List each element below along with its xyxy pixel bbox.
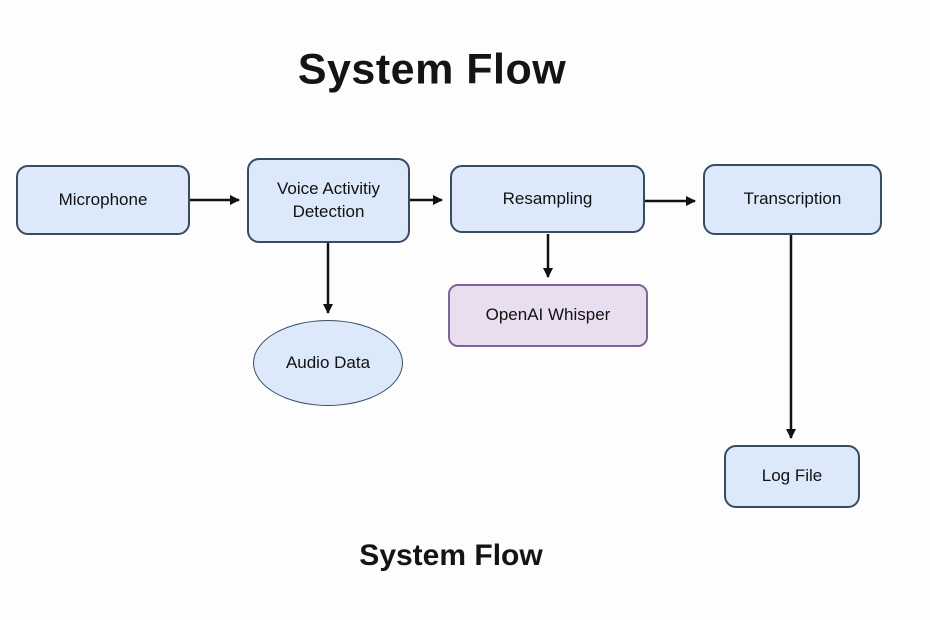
node-openai-whisper: OpenAI Whisper <box>448 284 648 347</box>
node-transcription: Transcription <box>703 164 882 235</box>
node-microphone: Microphone <box>16 165 190 235</box>
node-resampling: Resampling <box>450 165 645 233</box>
diagram-caption: System Flow <box>359 539 543 572</box>
diagram-title: System Flow <box>297 45 567 94</box>
node-voice-activity-detection: Voice Activitiy Detection <box>247 158 410 243</box>
node-log-file: Log File <box>724 445 860 508</box>
node-audio-data: Audio Data <box>253 320 403 406</box>
